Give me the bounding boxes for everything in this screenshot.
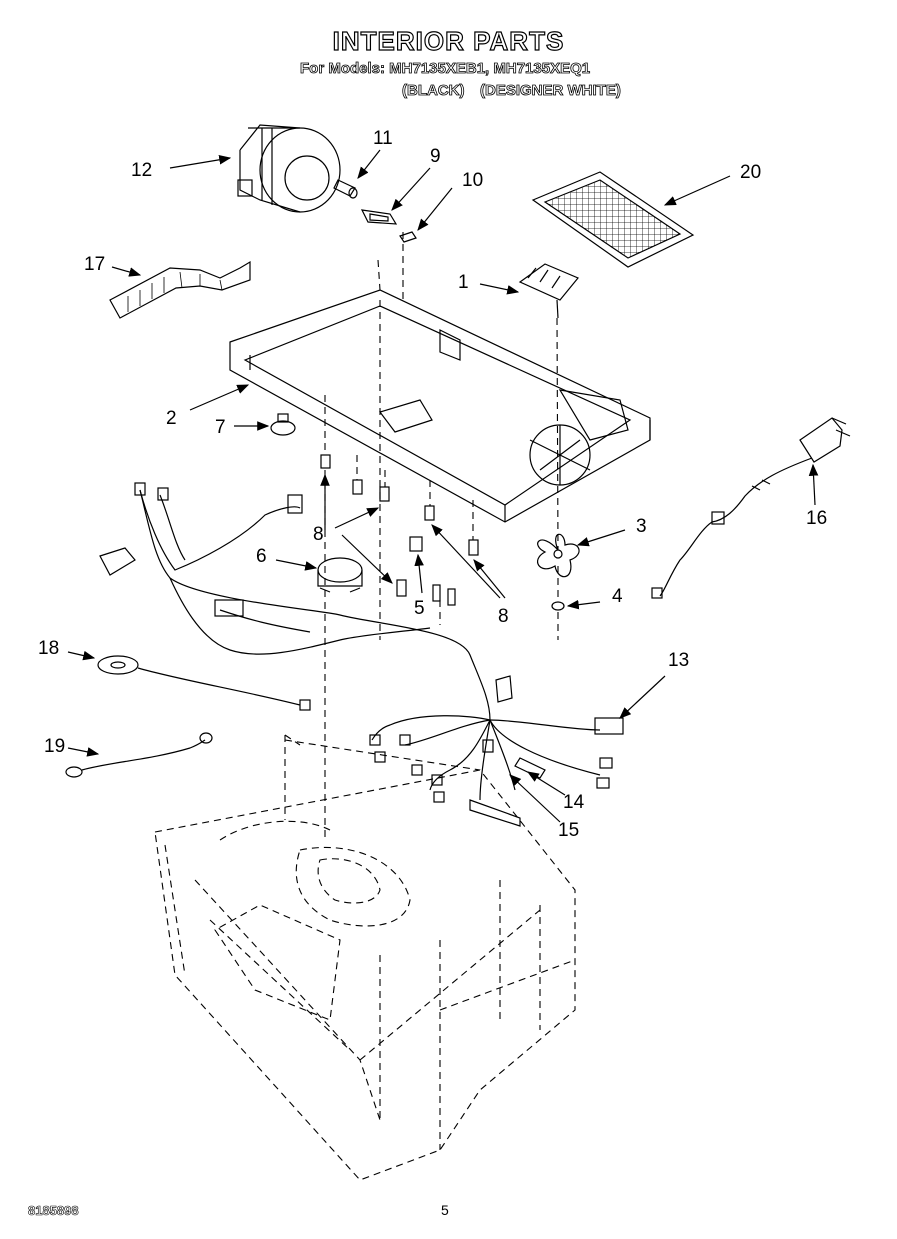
callout-11: 11 — [373, 128, 393, 149]
callout-5: 5 — [414, 598, 425, 619]
callout-3: 3 — [636, 516, 647, 537]
washer-part — [551, 601, 565, 611]
power-cord-part — [651, 417, 851, 599]
ground-wire-part — [97, 655, 311, 711]
callout-4: 4 — [612, 586, 623, 607]
document-number: 8185898 — [28, 1203, 79, 1219]
callout-8-left: 8 — [313, 524, 324, 545]
base-plate-part — [229, 289, 651, 523]
capacitor-part — [317, 557, 363, 593]
page-number: 5 — [441, 1202, 449, 1218]
callout-10: 10 — [462, 170, 484, 191]
callout-15: 15 — [558, 820, 580, 841]
callout-16: 16 — [806, 508, 828, 529]
callout-18: 18 — [38, 638, 60, 659]
clip-part — [399, 231, 417, 243]
models-line: For Models: MH7135XEB1, MH7135XEQ1 — [300, 60, 591, 78]
cabinet-outline — [154, 232, 576, 1181]
bracket-part — [360, 209, 398, 225]
variant-designer-white: (DESIGNER WHITE) — [480, 82, 622, 100]
callout-9: 9 — [430, 146, 441, 167]
filter-part — [531, 171, 695, 268]
terminal-pins — [432, 584, 456, 606]
callout-12: 12 — [131, 160, 153, 181]
leader-lines — [67, 149, 819, 823]
wiring-harness-part — [99, 482, 624, 827]
callout-20: 20 — [740, 162, 762, 183]
callout-19: 19 — [44, 736, 66, 757]
page-title: INTERIOR PARTS — [332, 25, 565, 56]
callout-17: 17 — [84, 254, 106, 275]
callout-8-right: 8 — [498, 606, 509, 627]
foam-strip-part — [109, 260, 251, 319]
callout-1: 1 — [458, 272, 469, 293]
callout-7: 7 — [215, 417, 226, 438]
callout-6: 6 — [256, 546, 267, 567]
callout-14: 14 — [563, 792, 585, 813]
ground-strap-part — [65, 732, 213, 778]
variant-black: (BLACK) — [402, 82, 465, 100]
blower-motor-part — [237, 124, 341, 213]
callout-13: 13 — [668, 650, 690, 671]
terminal-block-part — [518, 263, 579, 319]
callout-2: 2 — [166, 408, 177, 429]
fuse-part — [333, 179, 358, 199]
thermal-cutout-part — [270, 413, 296, 436]
